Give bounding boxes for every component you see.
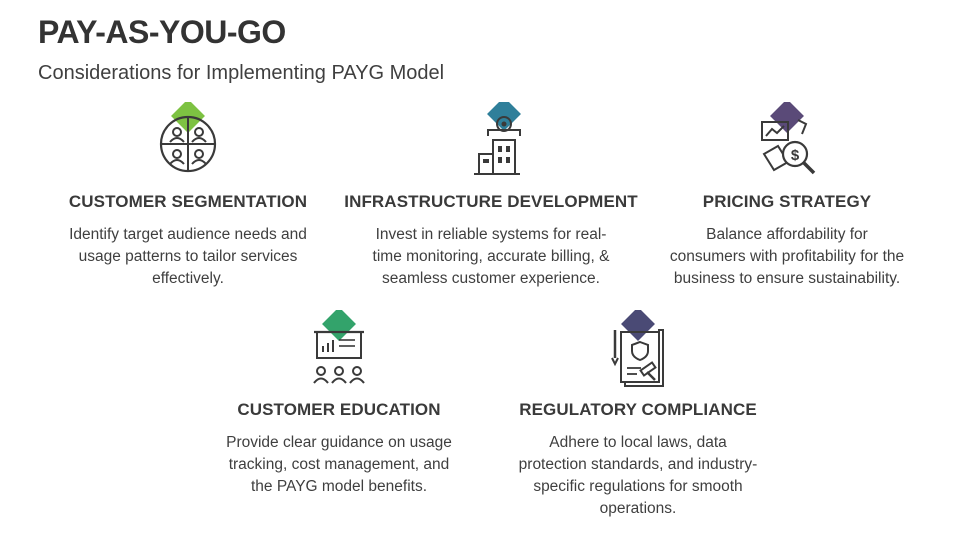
item-heading: INFRASTRUCTURE DEVELOPMENT [344, 192, 638, 211]
item-heading: PRICING STRATEGY [702, 192, 872, 211]
item-heading: REGULATORY COMPLIANCE [519, 400, 757, 419]
page-subtitle: Considerations for Implementing PAYG Mod… [38, 62, 445, 84]
item-customer-segmentation: CUSTOMER SEGMENTATION Identify target au… [38, 102, 338, 290]
svg-text:$: $ [791, 147, 800, 164]
item-pricing-strategy: $ PRICING STRATEGY Balance affordability… [637, 102, 937, 290]
item-infrastructure-development: INFRASTRUCTURE DEVELOPMENT Invest in rel… [341, 102, 641, 290]
legal-document-gavel-icon [603, 310, 673, 394]
item-heading: CUSTOMER EDUCATION [237, 400, 441, 419]
item-description: Invest in reliable systems for real-time… [372, 226, 610, 287]
pricing-magnifier-icon: $ [752, 102, 822, 186]
item-customer-education: CUSTOMER EDUCATION Provide clear guidanc… [189, 310, 489, 498]
page-title: PAY-AS-YOU-GO [38, 14, 286, 50]
item-description: Provide clear guidance on usage tracking… [226, 434, 452, 495]
gear-building-icon [456, 102, 526, 186]
item-heading: CUSTOMER SEGMENTATION [68, 192, 308, 211]
audience-segmentation-icon [153, 102, 223, 186]
item-description: Identify target audience needs and usage… [69, 226, 307, 287]
presentation-board-icon [304, 310, 374, 394]
item-description: Balance affordability for consumers with… [669, 226, 905, 287]
item-description: Adhere to local laws, data protection st… [518, 434, 758, 517]
item-regulatory-compliance: REGULATORY COMPLIANCE Adhere to local la… [488, 310, 788, 520]
